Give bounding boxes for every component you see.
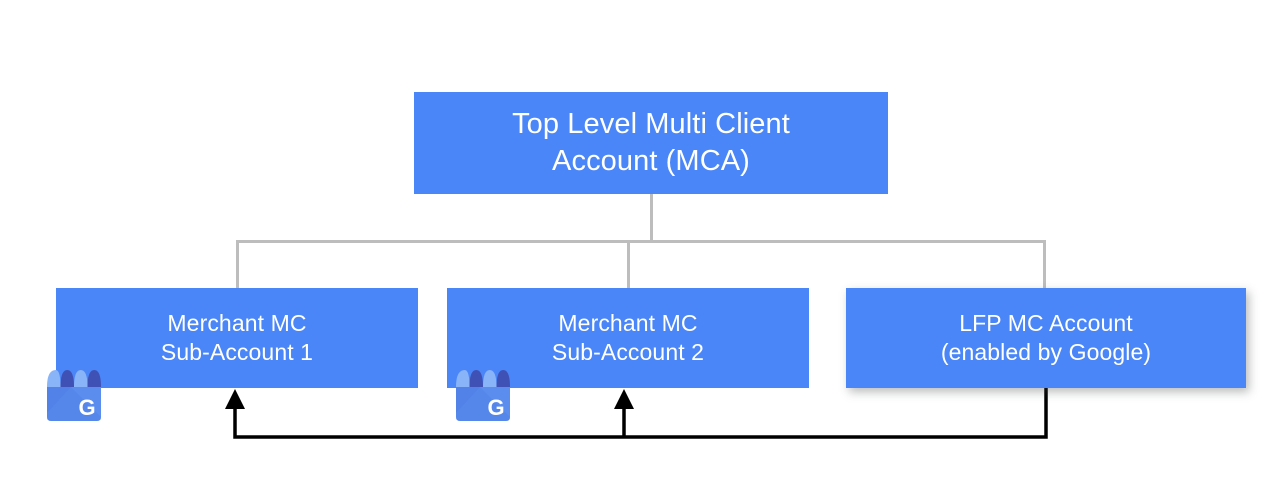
node-lfp-label: LFP MC Account (enabled by Google) [940, 309, 1152, 365]
awning-stripes [47, 370, 101, 387]
arrowhead-merchant-2 [614, 389, 634, 409]
google-my-business-storefront-icon: G [41, 361, 107, 427]
arrowhead-merchant-1 [225, 389, 245, 409]
node-mca-label: Top Level Multi Client Account (MCA) [512, 107, 790, 177]
svg-text:G: G [78, 395, 95, 420]
node-top-level-mca[interactable]: Top Level Multi Client Account (MCA) [414, 92, 888, 194]
tree-connectors [236, 194, 1046, 289]
flow-path-lfp-to-merchants [233, 388, 1048, 439]
flow-arrowheads [225, 389, 634, 409]
awning-stripes [456, 370, 510, 387]
node-merchant-sub-account-1[interactable]: Merchant MC Sub-Account 1 [56, 288, 418, 388]
node-merchant-2-label: Merchant MC Sub-Account 2 [551, 309, 705, 365]
google-my-business-storefront-icon: G [450, 361, 516, 427]
node-merchant-1-label: Merchant MC Sub-Account 1 [160, 309, 314, 365]
flow-arrows [233, 388, 1048, 439]
node-lfp-mc-account[interactable]: LFP MC Account (enabled by Google) [846, 288, 1246, 388]
svg-text:G: G [487, 395, 504, 420]
node-merchant-sub-account-2[interactable]: Merchant MC Sub-Account 2 [447, 288, 809, 388]
